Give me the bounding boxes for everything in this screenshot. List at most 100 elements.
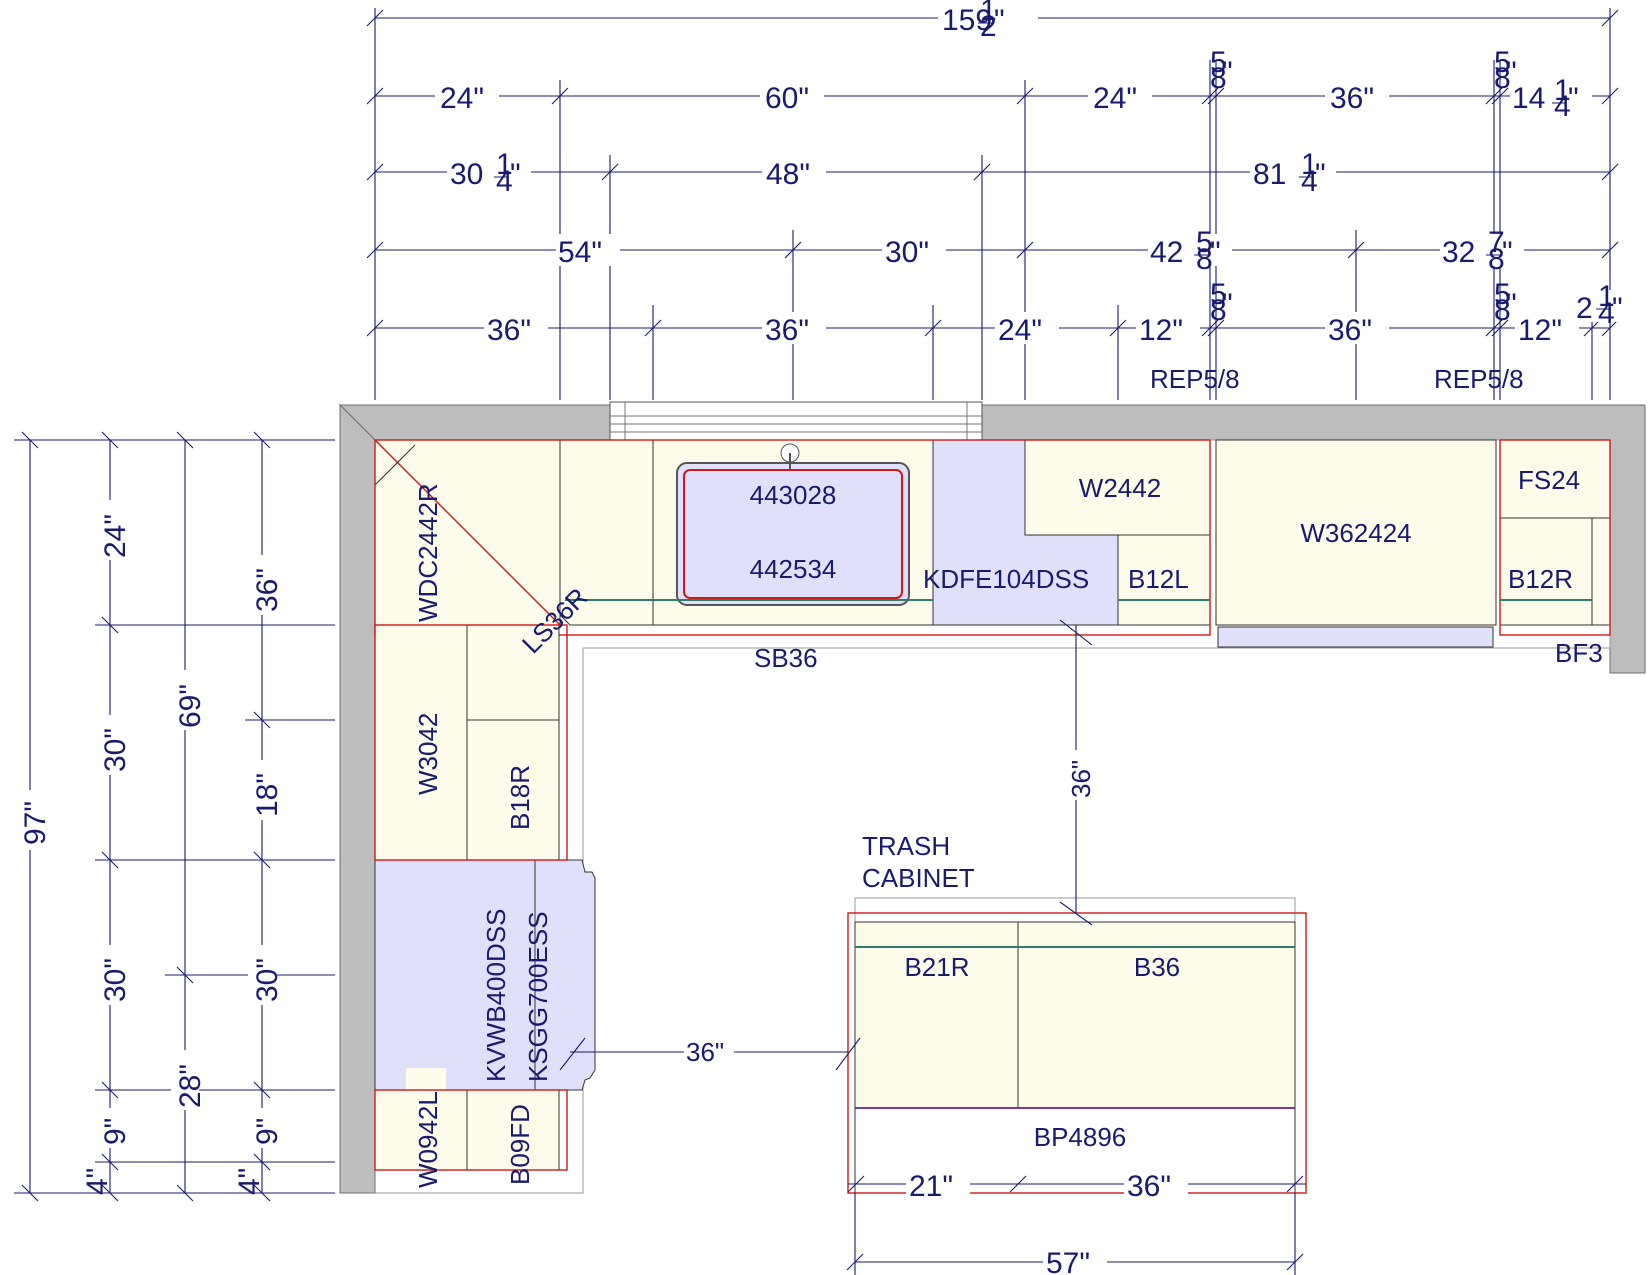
- svg-text:": ": [1222, 288, 1233, 321]
- wall-cabinet-w0942l: [374, 1089, 468, 1171]
- island-dimensions: 21" 36" 57": [846, 1168, 1306, 1275]
- label-dishwasher: KDFE104DSS: [923, 564, 1089, 594]
- label-sink-lower: 442534: [750, 554, 837, 584]
- left-dimension-text: 97" 24" 30" 30" 9" 4" 69" 28" 36" 18" 30…: [17, 500, 284, 1195]
- svg-text:2: 2: [1576, 292, 1593, 325]
- svg-text:60": 60": [765, 82, 809, 115]
- label-sink-upper: 443028: [750, 480, 837, 510]
- svg-text:159: 159: [942, 4, 992, 37]
- label-bp4896: BP4896: [1034, 1122, 1127, 1152]
- svg-text:": ": [1506, 56, 1517, 89]
- rep-label-right: REP5/8: [1434, 364, 1524, 394]
- corner-wall-cabinet: [374, 439, 561, 626]
- svg-text:5: 5: [1494, 278, 1511, 311]
- label-w2442: W2442: [1079, 473, 1161, 503]
- svg-text:5: 5: [1210, 46, 1227, 79]
- label-w0942l: W0942L: [413, 1091, 443, 1188]
- label-range: KSGG700ESS: [523, 911, 553, 1082]
- svg-text:4: 4: [1554, 90, 1571, 123]
- svg-text:1: 1: [1598, 280, 1615, 313]
- svg-text:4": 4": [81, 1168, 114, 1195]
- svg-text:": ": [1612, 292, 1623, 325]
- svg-text:8: 8: [1494, 294, 1511, 327]
- svg-text:4: 4: [1301, 165, 1318, 198]
- filler-bf3: [1591, 517, 1611, 626]
- label-w3042: W3042: [413, 713, 443, 795]
- svg-text:48": 48": [766, 158, 810, 191]
- svg-text:97": 97": [19, 801, 52, 845]
- svg-text:9": 9": [251, 1118, 284, 1145]
- svg-text:36": 36": [1127, 1170, 1171, 1203]
- svg-text:36": 36": [1328, 314, 1372, 347]
- label-fs24: FS24: [1518, 465, 1580, 495]
- svg-text:32: 32: [1442, 236, 1475, 269]
- base-run-outline-right: [1499, 439, 1611, 636]
- svg-text:5: 5: [1210, 278, 1227, 311]
- svg-text:54": 54": [558, 236, 602, 269]
- svg-text:30": 30": [99, 958, 132, 1002]
- svg-text:4: 4: [1598, 297, 1615, 330]
- label-w362424: W362424: [1300, 518, 1411, 548]
- label-b12r: B12R: [1508, 564, 1573, 594]
- label-sb36: SB36: [754, 643, 818, 673]
- top-dim-row1: 24" 60" 24" 36" 5 8 " 5 8 " 14 1 4 ": [435, 46, 1592, 123]
- svg-text:": ": [994, 4, 1005, 37]
- clearance-vertical: 36": [1059, 619, 1096, 926]
- label-b21r: B21R: [904, 952, 969, 982]
- label-wdc2442r: WDC2442R: [413, 483, 443, 622]
- svg-text:28": 28": [174, 1064, 207, 1108]
- svg-text:36": 36": [686, 1037, 724, 1067]
- label-b36: B36: [1134, 952, 1180, 982]
- label-trash-line1: TRASH: [862, 831, 950, 861]
- svg-text:69": 69": [174, 684, 207, 728]
- svg-text:36": 36": [1330, 82, 1374, 115]
- svg-text:24": 24": [1093, 82, 1137, 115]
- label-b09fd: B09FD: [505, 1104, 535, 1185]
- top-dim-row3: 54" 30" 42 5 8 " 32 7 8 ": [556, 226, 1524, 276]
- svg-text:9": 9": [99, 1118, 132, 1145]
- svg-text:36": 36": [765, 314, 809, 347]
- svg-text:12": 12": [1518, 314, 1562, 347]
- sink: [676, 443, 910, 606]
- svg-text:57": 57": [1046, 1247, 1090, 1275]
- top-dimension-lines: [366, 8, 1619, 400]
- top-dim-row2: 30 1 4 " 48" 81 1 4 ": [447, 148, 1336, 198]
- svg-text:24": 24": [99, 514, 132, 558]
- range-hood-strip: [1217, 626, 1494, 648]
- svg-text:42: 42: [1150, 236, 1183, 269]
- svg-text:": ": [1568, 82, 1579, 115]
- svg-text:5: 5: [1196, 226, 1213, 259]
- svg-text:1: 1: [496, 148, 513, 181]
- label-backing: [406, 1068, 446, 1090]
- wall-cabinet-w362424: [1215, 439, 1497, 626]
- svg-text:5: 5: [1494, 46, 1511, 79]
- left-run-outline-bottom: [374, 1089, 568, 1171]
- svg-text:30": 30": [885, 236, 929, 269]
- island-base-b21r: [854, 921, 1019, 1109]
- wall-cabinet-w3042: [374, 624, 468, 861]
- left-run-outline: [374, 624, 568, 861]
- svg-text:1: 1: [980, 0, 997, 27]
- label-wall-oven: KVWB400DSS: [481, 909, 511, 1082]
- label-b18r: B18R: [505, 765, 535, 830]
- wall-oven: [374, 859, 536, 1091]
- base-b09fd: [466, 1089, 560, 1171]
- svg-text:": ": [1315, 158, 1326, 191]
- svg-text:8: 8: [1488, 243, 1505, 276]
- base-run-outline-left: [374, 439, 1211, 636]
- svg-text:": ": [1506, 288, 1517, 321]
- filler-fs24: [1499, 439, 1611, 519]
- svg-text:36": 36": [487, 314, 531, 347]
- svg-text:14: 14: [1512, 82, 1545, 115]
- left-wall: [339, 403, 376, 1194]
- svg-text:2: 2: [980, 10, 997, 43]
- svg-text:36": 36": [251, 568, 284, 612]
- svg-text:": ": [1502, 236, 1513, 269]
- svg-text:30": 30": [251, 958, 284, 1002]
- svg-text:12": 12": [1139, 314, 1183, 347]
- base-b18r: [466, 719, 560, 861]
- overall-width-dimension: 159 1 2 ": [938, 0, 1038, 43]
- svg-text:81: 81: [1253, 158, 1286, 191]
- svg-text:36": 36": [1066, 760, 1096, 798]
